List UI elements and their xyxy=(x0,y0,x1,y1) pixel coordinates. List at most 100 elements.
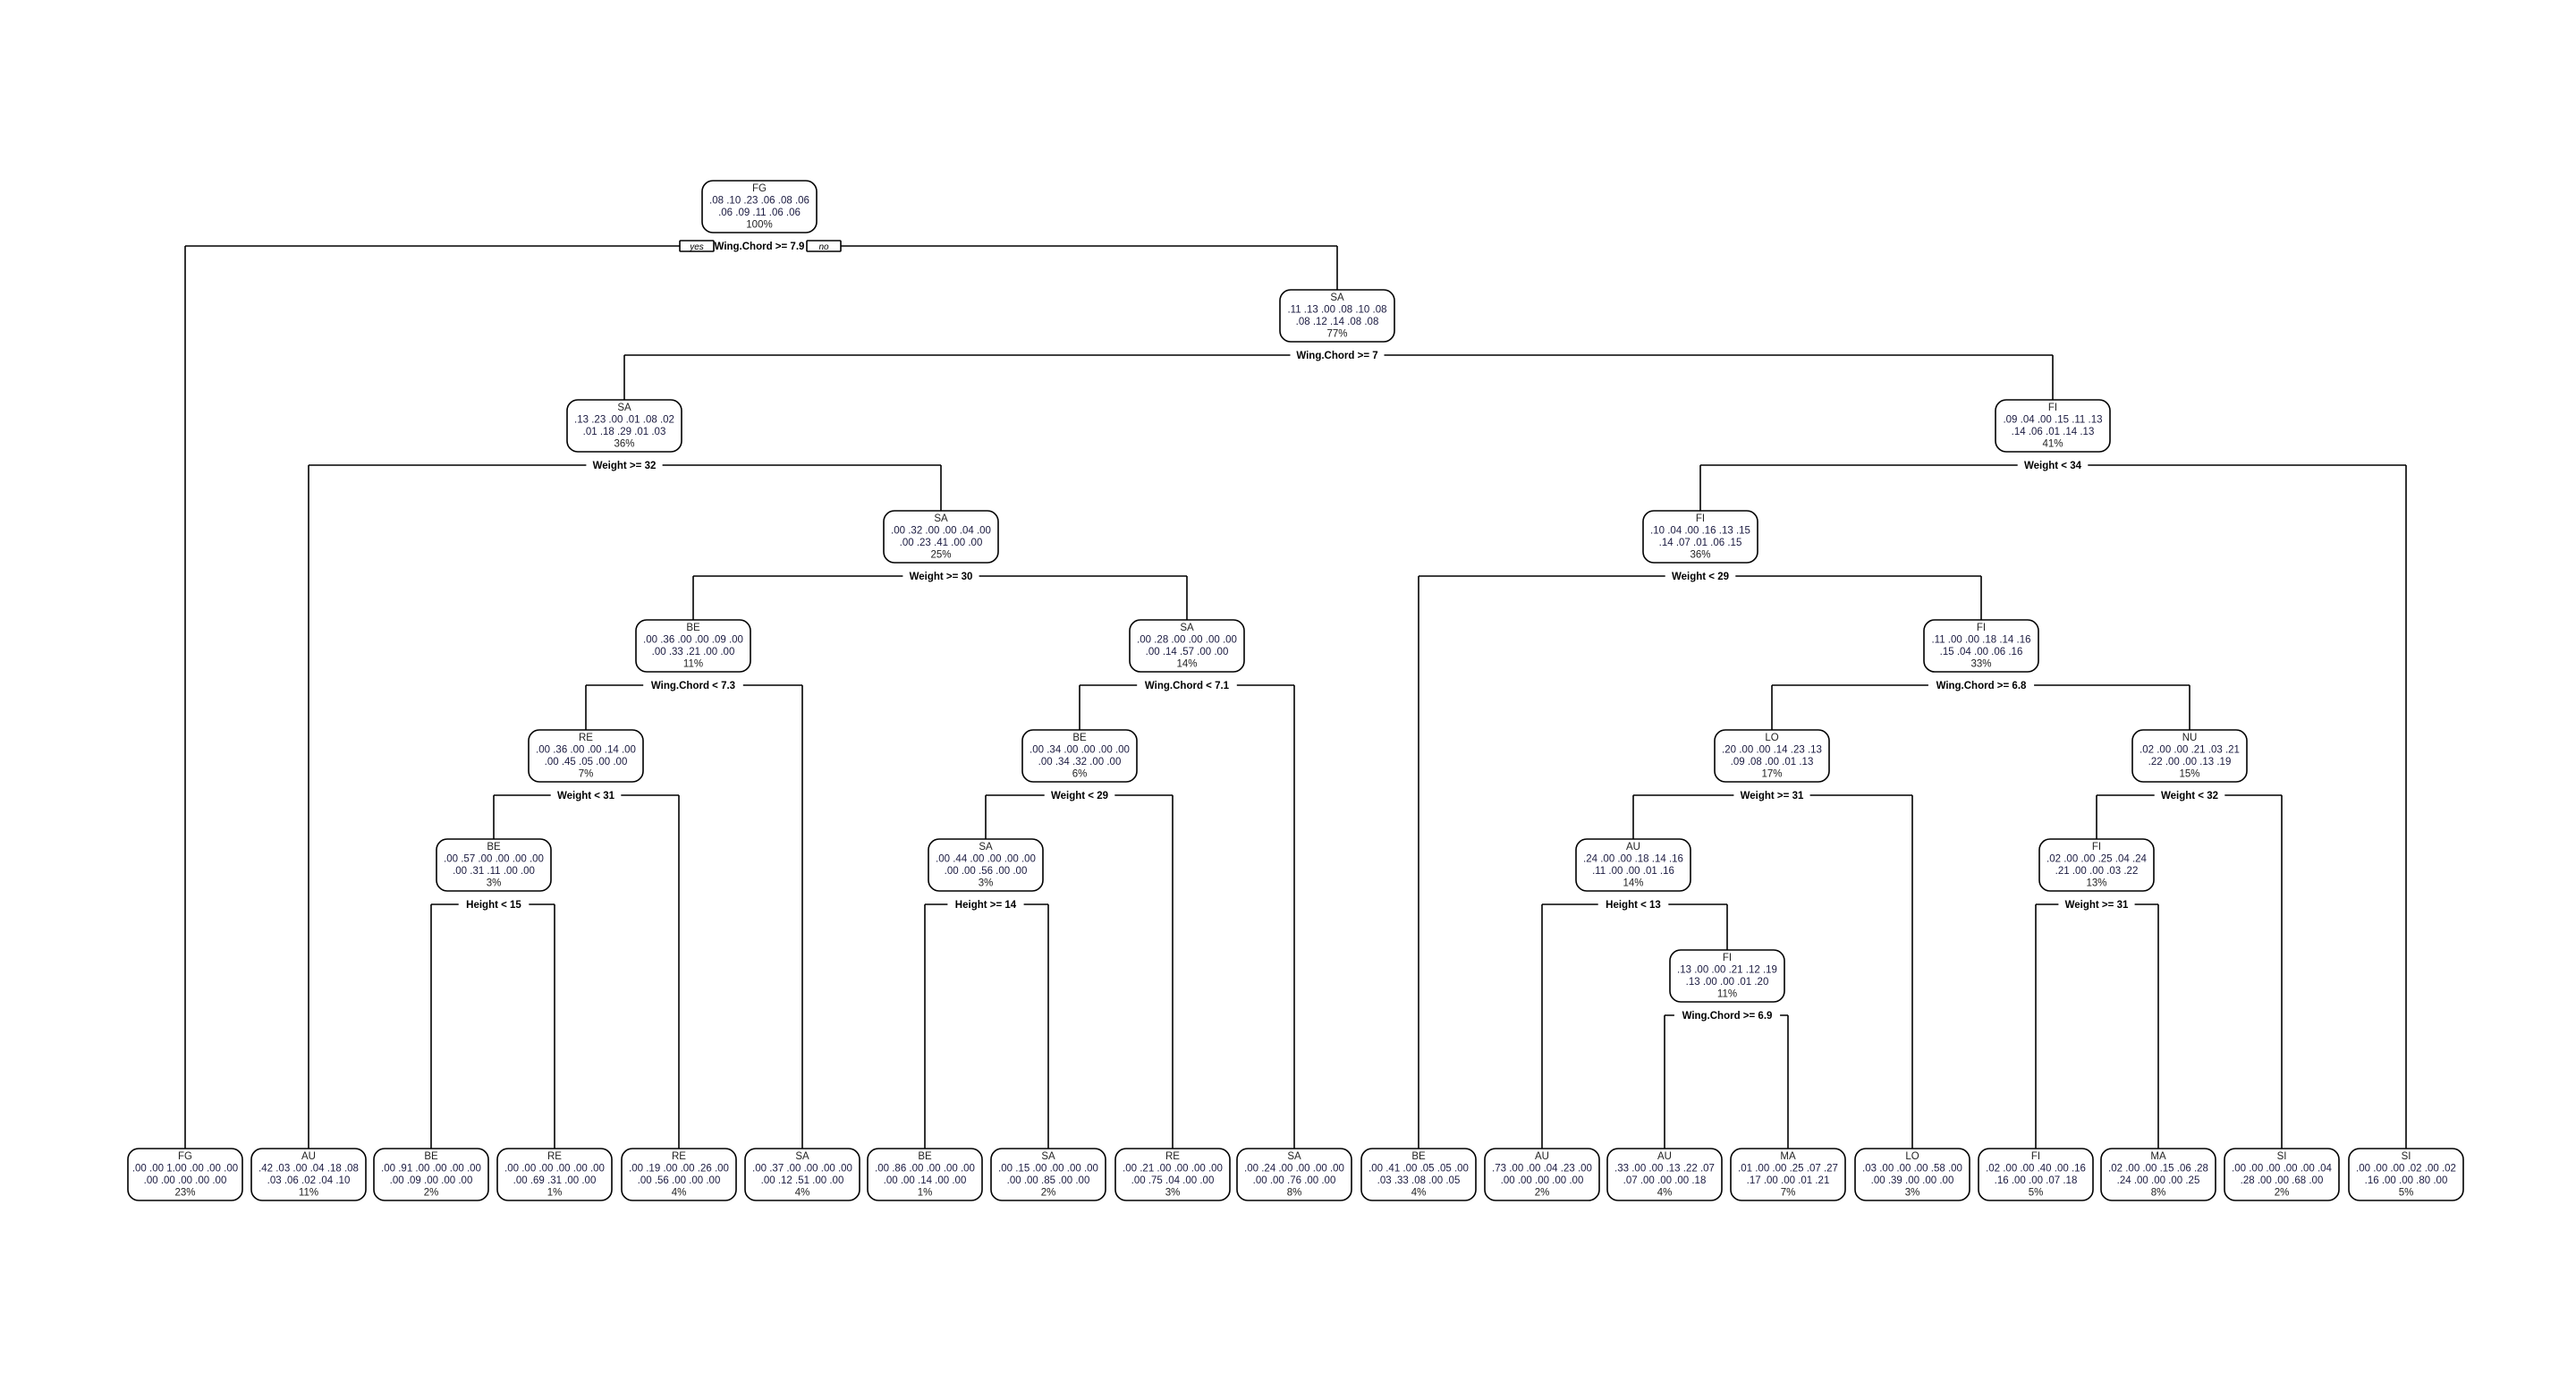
split-condition: Wing.Chord < 7.3 xyxy=(651,681,735,691)
split-node: FI.09 .04 .00 .15 .11 .13.14 .06 .01 .14… xyxy=(1995,399,2111,453)
split-node: SA.00 .44 .00 .00 .00 .00.00 .00 .56 .00… xyxy=(928,838,1044,892)
node-probabilities-row2: .17 .00 .00 .01 .21 xyxy=(1747,1175,1830,1186)
node-percentage: 2% xyxy=(1041,1188,1056,1199)
node-box xyxy=(436,838,552,892)
node-probabilities-row1: .11 .00 .00 .18 .14 .16 xyxy=(1931,635,2030,646)
branch-yes-label: yes xyxy=(689,242,704,252)
node-class-label: BE xyxy=(1411,1151,1426,1162)
node-percentage: 4% xyxy=(1411,1188,1427,1199)
node-probabilities-row2: .14 .06 .01 .14 .13 xyxy=(2012,427,2095,437)
split-node: FG.08 .10 .23 .06 .08 .06.06 .09 .11 .06… xyxy=(701,180,818,233)
node-class-label: FI xyxy=(2092,842,2101,852)
split-condition: Wing.Chord < 7.1 xyxy=(1145,681,1230,691)
split-label-bg xyxy=(1290,348,1385,362)
node-probabilities-row2: .00 .00 .85 .00 .00 xyxy=(1007,1175,1090,1186)
node-class-label: SA xyxy=(795,1151,809,1162)
node-percentage: 7% xyxy=(1781,1188,1796,1199)
node-probabilities-row2: .14 .07 .01 .06 .15 xyxy=(1659,538,1742,548)
node-box xyxy=(635,619,751,673)
node-box xyxy=(250,1148,367,1201)
node-box xyxy=(883,510,999,564)
node-class-label: RE xyxy=(547,1151,562,1162)
node-probabilities-row1: .00 .32 .00 .00 .04 .00 xyxy=(891,526,991,537)
node-percentage: 3% xyxy=(1165,1188,1181,1199)
node-probabilities-row1: .00 .00 1.00 .00 .00 .00 xyxy=(132,1164,238,1175)
split-condition: Wing.Chord >= 7 xyxy=(1296,351,1377,361)
leaf-node: SA.00 .37 .00 .00 .00 .00.00 .12 .51 .00… xyxy=(744,1148,860,1201)
node-percentage: 77% xyxy=(1326,329,1347,340)
node-box xyxy=(1279,289,1395,343)
node-probabilities-row1: .02 .00 .00 .21 .03 .21 xyxy=(2140,745,2240,756)
node-probabilities-row2: .00 .00 .00 .00 .00 xyxy=(1501,1175,1584,1186)
node-probabilities-row1: .00 .21 .00 .00 .00 .00 xyxy=(1123,1164,1223,1175)
node-probabilities-row2: .28 .00 .00 .68 .00 xyxy=(2241,1175,2324,1186)
split-condition: Height < 15 xyxy=(466,900,521,911)
split-label-bg xyxy=(902,569,979,583)
node-class-label: MA xyxy=(1780,1151,1796,1162)
node-percentage: 2% xyxy=(2275,1188,2290,1199)
node-class-label: SA xyxy=(1180,623,1194,633)
split-label-bg xyxy=(2017,458,2089,472)
node-probabilities-row2: .00 .69 .31 .00 .00 xyxy=(513,1175,597,1186)
node-class-label: SA xyxy=(979,842,993,852)
node-probabilities-row2: .22 .00 .00 .13 .19 xyxy=(2148,757,2232,768)
leaf-node: AU.42 .03 .00 .04 .18 .08.03 .06 .02 .04… xyxy=(250,1148,367,1201)
node-probabilities-row1: .10 .04 .00 .16 .13 .15 xyxy=(1650,526,1750,537)
node-probabilities-row2: .24 .00 .00 .00 .25 xyxy=(2117,1175,2200,1186)
split-node: BE.00 .36 .00 .00 .09 .00.00 .33 .21 .00… xyxy=(635,619,751,673)
split-label-bg xyxy=(458,897,530,912)
node-percentage: 4% xyxy=(795,1188,810,1199)
split-label-bg xyxy=(2058,897,2135,912)
node-percentage: 36% xyxy=(1690,550,1710,561)
node-class-label: FI xyxy=(1723,953,1732,963)
node-box xyxy=(1714,729,1830,783)
node-probabilities-row1: .42 .03 .00 .04 .18 .08 xyxy=(258,1164,359,1175)
node-class-label: LO xyxy=(1905,1151,1919,1162)
node-probabilities-row1: .33 .00 .00 .13 .22 .07 xyxy=(1614,1164,1715,1175)
node-probabilities-row1: .02 .00 .00 .40 .00 .16 xyxy=(1986,1164,2086,1175)
node-class-label: BE xyxy=(424,1151,438,1162)
node-percentage: 5% xyxy=(2029,1188,2044,1199)
node-percentage: 15% xyxy=(2179,769,2199,780)
leaf-node: BE.00 .86 .00 .00 .00 .00.00 .00 .14 .00… xyxy=(867,1148,983,1201)
node-percentage: 1% xyxy=(918,1188,933,1199)
node-probabilities-row1: .09 .04 .00 .15 .11 .13 xyxy=(2003,415,2102,426)
node-probabilities-row1: .02 .00 .00 .15 .06 .28 xyxy=(2108,1164,2208,1175)
leaf-node: AU.33 .00 .00 .13 .22 .07.07 .00 .00 .00… xyxy=(1606,1148,1723,1201)
node-percentage: 8% xyxy=(2151,1188,2166,1199)
node-probabilities-row2: .00 .56 .00 .00 .00 xyxy=(638,1175,721,1186)
split-condition: Wing.Chord >= 6.8 xyxy=(1936,681,2027,691)
node-box xyxy=(990,1148,1106,1201)
node-probabilities-row2: .00 .00 .76 .00 .00 xyxy=(1253,1175,1336,1186)
node-probabilities-row1: .20 .00 .00 .14 .23 .13 xyxy=(1722,745,1822,756)
node-probabilities-row2: .00 .09 .00 .00 .00 xyxy=(390,1175,473,1186)
node-class-label: SI xyxy=(2277,1151,2287,1162)
split-condition: Weight >= 31 xyxy=(2065,900,2129,911)
node-box xyxy=(373,1148,489,1201)
node-class-label: RE xyxy=(1165,1151,1180,1162)
node-probabilities-row1: .03 .00 .00 .00 .58 .00 xyxy=(1862,1164,1962,1175)
node-percentage: 1% xyxy=(547,1188,563,1199)
split-condition: Wing.Chord >= 7.9 xyxy=(715,242,805,252)
split-label-bg xyxy=(586,458,663,472)
node-box xyxy=(1114,1148,1231,1201)
branch-no-box xyxy=(806,240,842,252)
node-probabilities-row2: .16 .00 .00 .07 .18 xyxy=(1995,1175,2078,1186)
node-percentage: 7% xyxy=(579,769,594,780)
node-percentage: 5% xyxy=(2399,1188,2414,1199)
node-percentage: 3% xyxy=(1905,1188,1920,1199)
node-box xyxy=(867,1148,983,1201)
node-probabilities-row2: .00 .31 .11 .00 .00 xyxy=(453,866,535,877)
node-class-label: SA xyxy=(1330,293,1344,303)
leaf-node: RE.00 .21 .00 .00 .00 .00.00 .75 .04 .00… xyxy=(1114,1148,1231,1201)
node-probabilities-row1: .00 .34 .00 .00 .00 .00 xyxy=(1030,745,1130,756)
node-class-label: SA xyxy=(1287,1151,1301,1162)
node-probabilities-row1: .08 .10 .23 .06 .08 .06 xyxy=(709,196,809,207)
node-probabilities-row1: .00 .91 .00 .00 .00 .00 xyxy=(381,1164,481,1175)
node-class-label: LO xyxy=(1765,733,1778,743)
node-class-label: SA xyxy=(934,513,948,524)
node-box xyxy=(566,399,682,453)
node-probabilities-row1: .13 .00 .00 .21 .12 .19 xyxy=(1677,965,1777,976)
node-percentage: 6% xyxy=(1072,769,1088,780)
node-probabilities-row1: .00 .19 .00 .00 .26 .00 xyxy=(629,1164,729,1175)
